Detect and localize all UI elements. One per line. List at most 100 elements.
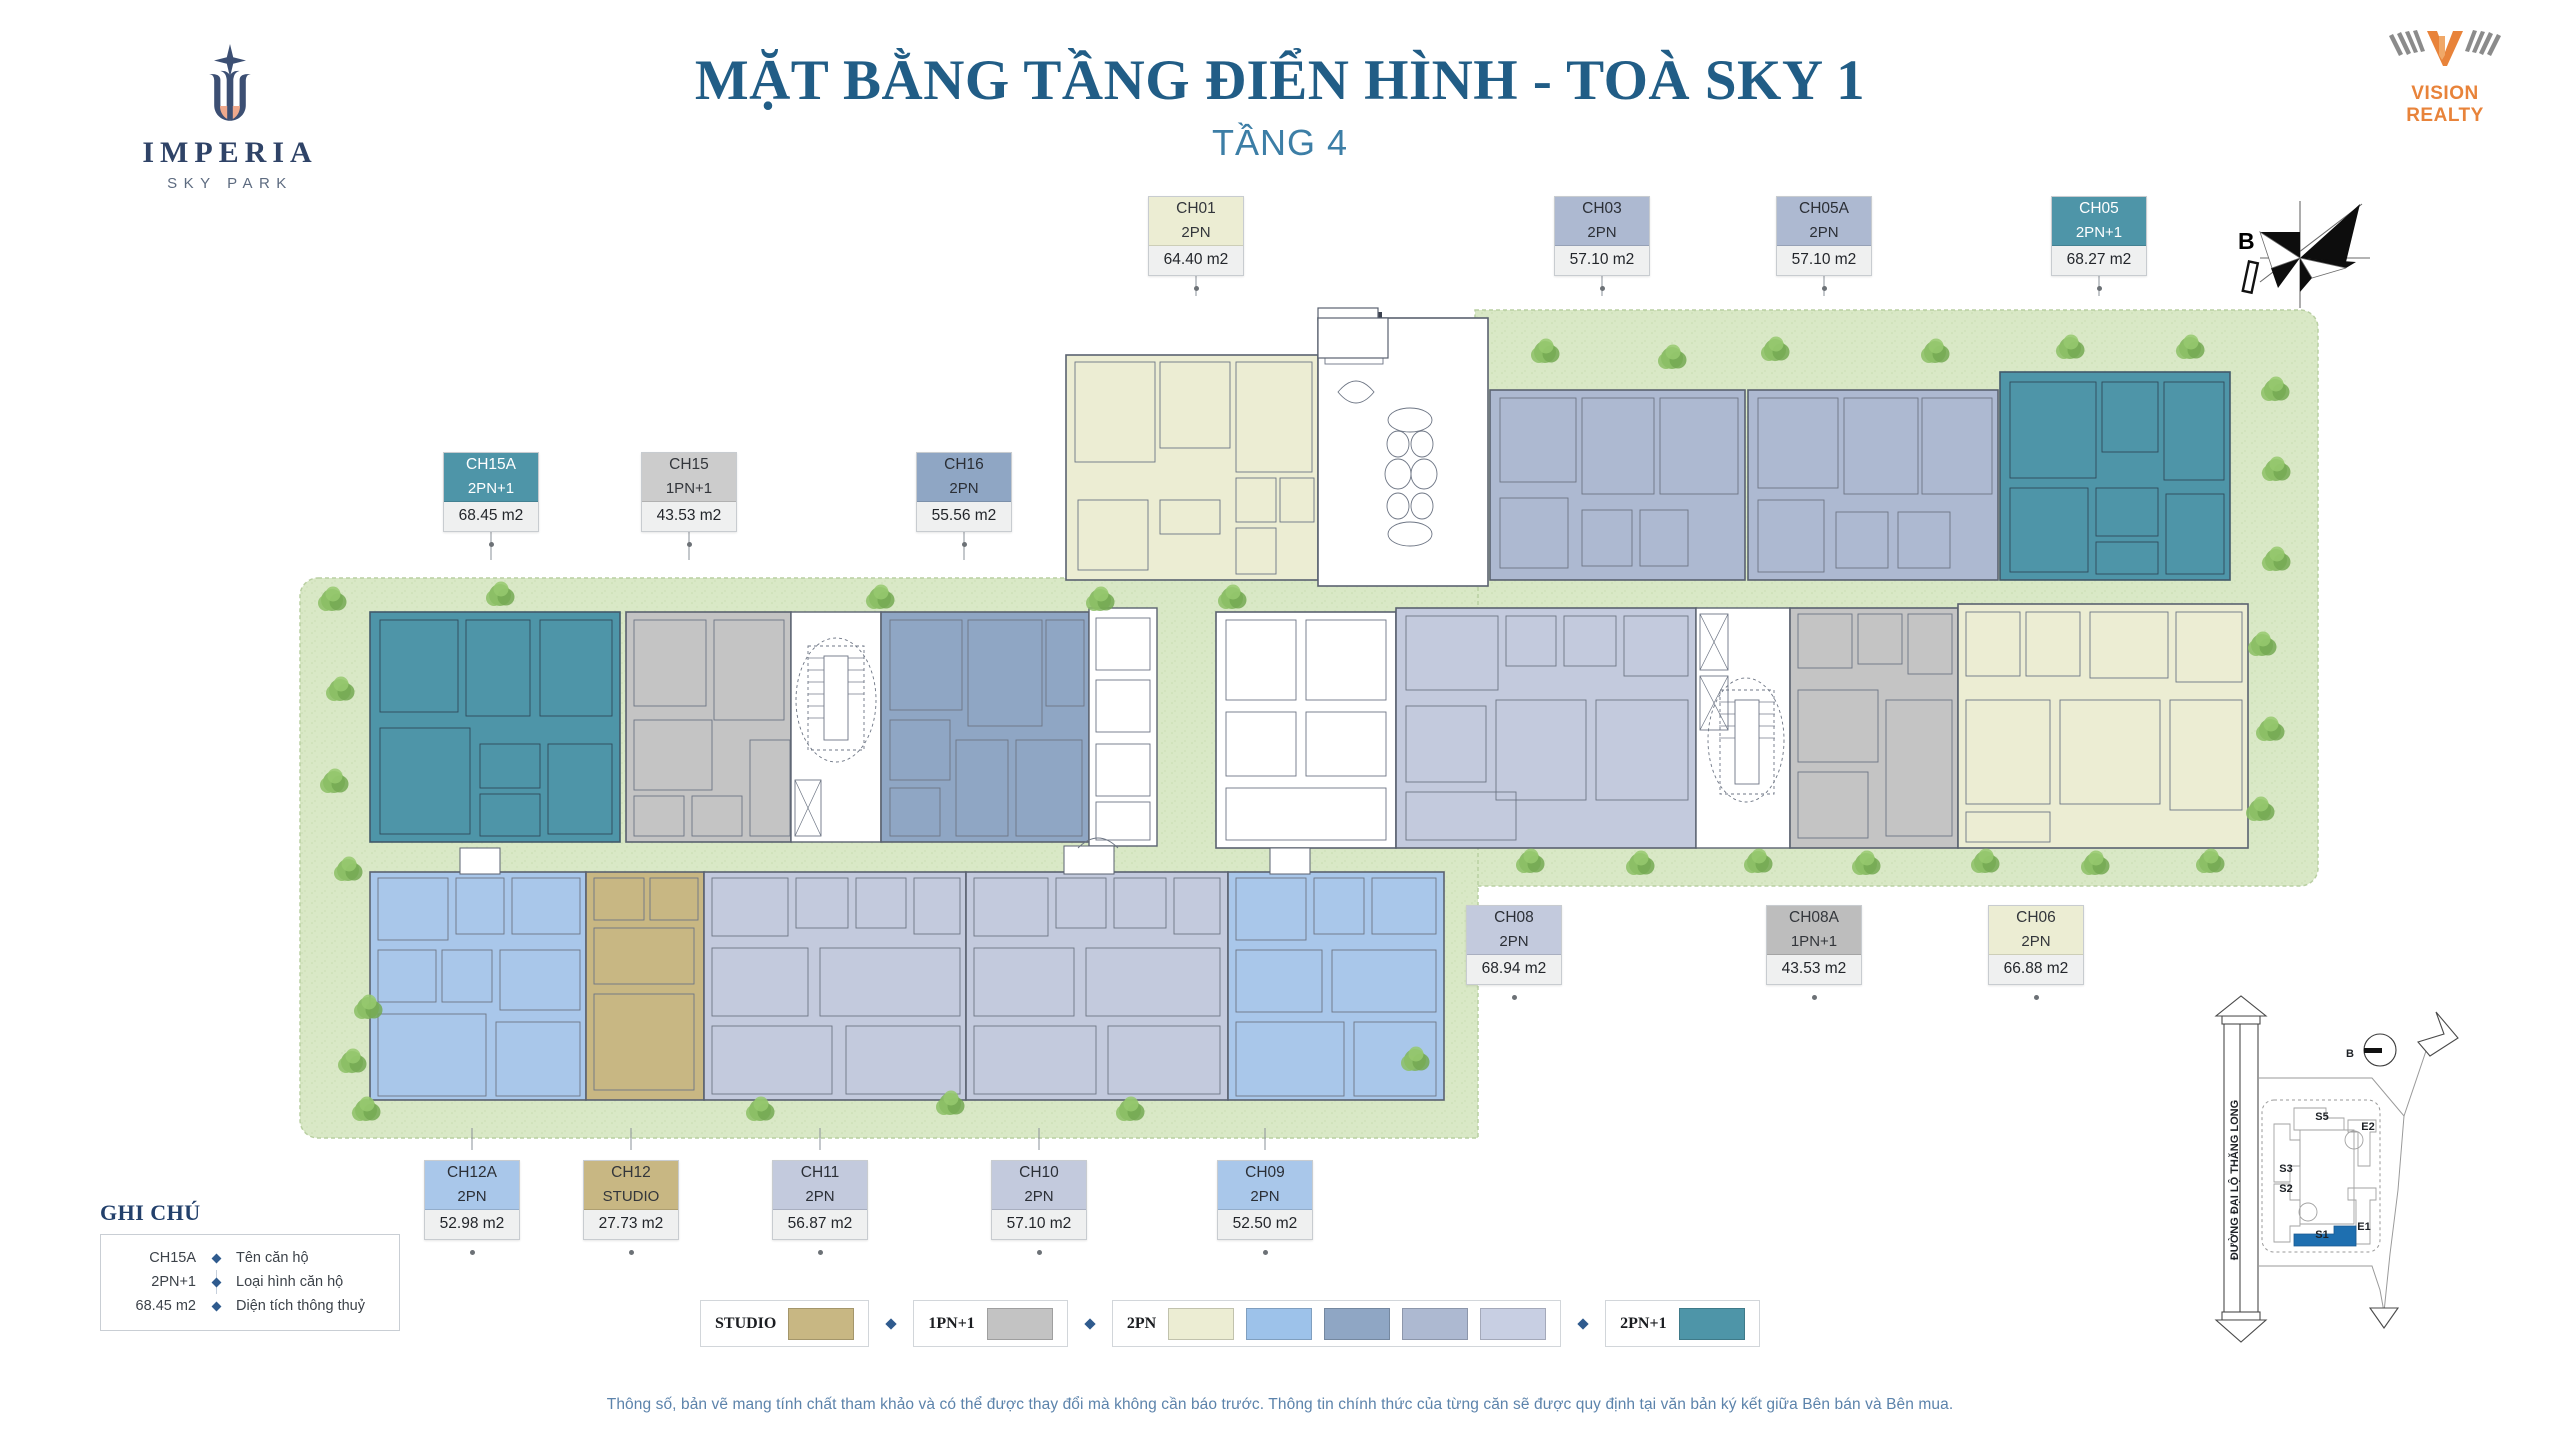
apartment-area: 66.88 m2 [1989, 955, 2083, 985]
disclaimer-note: Thông số, bản vẽ mang tính chất tham khả… [606, 1396, 1954, 1413]
legend-label: 2PN+1 [1620, 1314, 1667, 1332]
apartment-leader-dot [1511, 995, 1517, 1001]
apartment-leader-dot [1599, 286, 1605, 292]
apartment-leader-dot [686, 542, 692, 548]
imperia-brand-logo: IMPERIA SKY PARK [120, 38, 340, 192]
unit-CH01 [1065, 354, 1319, 581]
unit-CH05A [1747, 389, 1999, 581]
apartment-type: 2PN [773, 1185, 867, 1211]
legend-swatch [1678, 1307, 1745, 1340]
apartment-type: 2PN [1218, 1185, 1312, 1211]
apartment-code: CH11 [773, 1161, 867, 1186]
ghichu-key: CH15A [149, 1250, 196, 1266]
unit-CH16 [880, 611, 1090, 843]
apartment-leader-dot [2096, 286, 2102, 292]
unit-CH06 [1957, 603, 2249, 849]
vision-realty-logo: VISION REALTY [2375, 22, 2515, 127]
apartment-code: CH06 [1989, 906, 2083, 931]
ghichu-bullet [205, 1246, 227, 1270]
keyplan-highlighted-block [2293, 1225, 2357, 1247]
legend-swatch [1480, 1307, 1547, 1340]
keyplan-block-S2: S2 [2279, 1183, 2292, 1195]
apartment-code: CH05 [2052, 197, 2146, 222]
compass-north-arrow: B [2238, 196, 2428, 311]
apartment-type: 2PN [425, 1185, 519, 1211]
imperia-trident-icon [120, 38, 340, 130]
apartment-type: 2PN [1989, 930, 2083, 956]
ghichu-row: CH15A Tên căn hộ [105, 1246, 389, 1270]
ghichu-key: 68.45 m2 [135, 1298, 196, 1314]
apartment-leader-dot [2033, 995, 2039, 1001]
legend-swatch [1402, 1307, 1469, 1340]
apartment-area: 27.73 m2 [584, 1210, 678, 1240]
apartment-leader-dot [1811, 995, 1817, 1001]
site-landscape [299, 309, 2319, 1139]
brand-name: IMPERIA [142, 136, 318, 169]
legend-separator-diamond [1561, 1315, 1605, 1332]
apartment-code: CH09 [1218, 1161, 1312, 1186]
unit-CH03 [1489, 389, 1746, 581]
apartment-area: 68.45 m2 [444, 502, 538, 532]
keyplan-road-label: ĐƯỜNG ĐẠI LỘ THĂNG LONG [2228, 1100, 2241, 1260]
compass-label: B [2238, 228, 2255, 254]
vision-realty-wings-icon [2389, 30, 2501, 66]
ghichu-row: 68.45 m2 Diện tích thông thuỷ [105, 1294, 389, 1318]
ghichu-value: Loại hình căn hộ [236, 1274, 344, 1290]
keyplan-block-S1: S1 [2315, 1229, 2328, 1241]
ghichu-key: 2PN+1 [151, 1274, 196, 1290]
apartment-area: 52.50 m2 [1218, 1210, 1312, 1240]
apartment-leader-dot [488, 542, 494, 548]
apartment-type: 2PN+1 [2052, 221, 2146, 247]
ghichu-legend: GHI CHÚ CH15A Tên căn hộ 2PN+1 Loại hình… [100, 1200, 400, 1331]
ghichu-title: GHI CHÚ [100, 1200, 201, 1225]
keyplan-block-E1: E1 [2357, 1221, 2370, 1233]
apartment-type: 2PN [1149, 221, 1243, 247]
apartment-leader-dot [1262, 1250, 1268, 1256]
apartment-area: 64.40 m2 [1149, 246, 1243, 276]
apartment-code: CH08A [1767, 906, 1861, 931]
ghichu-table: CH15A Tên căn hộ 2PN+1 Loại hình căn hộ … [105, 1246, 389, 1318]
compass-icon [2241, 201, 2370, 308]
apartment-type: 1PN+1 [642, 477, 736, 503]
apartment-leader-dot [628, 1250, 634, 1256]
unit-CH12 [585, 871, 705, 1101]
central-corridor [1215, 611, 1397, 849]
apartment-code: CH15 [642, 453, 736, 478]
apartment-leader-dot [469, 1250, 475, 1256]
page-title: MẶT BẰNG TẦNG ĐIỂN HÌNH - TOÀ SKY 1 [694, 49, 1866, 112]
ghichu-value: Diện tích thông thuỷ [236, 1298, 365, 1314]
unit-CH15A [369, 611, 621, 843]
apartment-type: 2PN [1555, 221, 1649, 247]
vision-realty-text: VISION REALTY [2406, 83, 2484, 126]
unit-CH08A [1789, 607, 1959, 849]
legend-group-2pn: 2PN [1111, 1300, 1562, 1347]
legend-group-2pnplus1: 2PN+1 [1605, 1300, 1760, 1347]
legend-separator-diamond [1068, 1315, 1112, 1332]
ghichu-value: Tên căn hộ [236, 1250, 309, 1266]
legend-swatch [1246, 1307, 1313, 1340]
apartment-code: CH01 [1149, 197, 1243, 222]
apartment-type: 2PN [992, 1185, 1086, 1211]
legend-swatch [788, 1307, 855, 1340]
apartment-code: CH15A [444, 453, 538, 478]
apartment-code: CH16 [917, 453, 1011, 478]
apartment-code: CH05A [1777, 197, 1871, 222]
plan-connectors [459, 307, 1389, 875]
core-left [790, 611, 882, 843]
